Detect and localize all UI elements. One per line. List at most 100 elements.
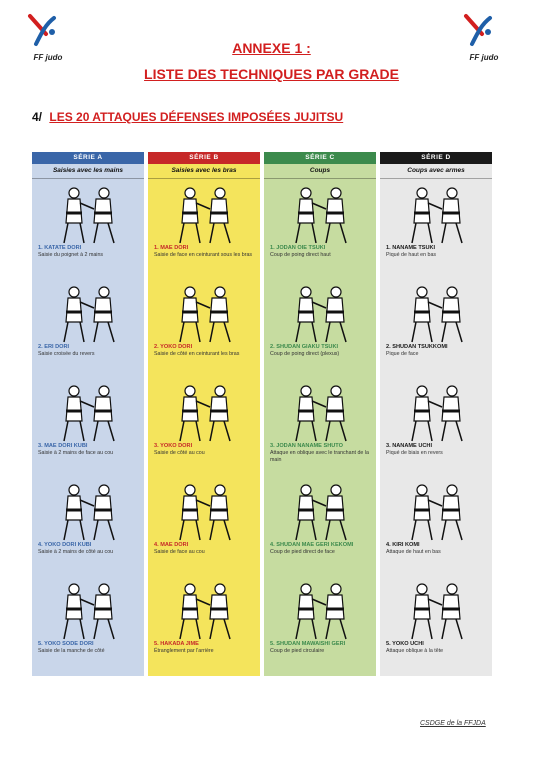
series-header: SÉRIE D xyxy=(380,152,492,164)
logo-brand-text: FF judo xyxy=(469,53,499,62)
judoka-pair-illustration-icon xyxy=(63,187,115,244)
judoka-pair-illustration-icon xyxy=(179,484,231,541)
technique-description: Saisie de face au cou xyxy=(154,549,205,555)
judoka-pair-illustration-icon xyxy=(63,385,115,442)
technique-description: Coup de pied circulaire xyxy=(270,648,325,654)
technique-name: 4. SHUDAN MAE GERI KEKOMI xyxy=(270,542,354,548)
series-subheader: Coups avec armes xyxy=(380,164,492,179)
ffjudo-logo-right: FF judo xyxy=(460,12,508,64)
technique-description: Attaque en oblique avec le tranchant de … xyxy=(270,450,369,463)
technique-name: 3. YOKO DORI xyxy=(154,443,193,449)
series-header: SÉRIE C xyxy=(264,152,376,164)
series-subheader: Saisies avec les mains xyxy=(32,164,144,179)
technique-description: Attaque de haut en bas xyxy=(386,549,441,555)
technique-name: 1. KATATE DORI xyxy=(38,245,82,251)
technique-name: 5. HAKADA JIME xyxy=(154,641,199,647)
series-subheader: Coups xyxy=(264,164,376,179)
technique-description: Coup de poing direct (plexus) xyxy=(270,351,340,357)
technique-description: Pique de face xyxy=(386,351,419,357)
judoka-pair-illustration-icon xyxy=(63,583,115,640)
technique-name: 3. NANAME UCHI xyxy=(386,443,432,449)
technique-description: Saisie à 2 mains de face au cou xyxy=(38,450,114,456)
ffjudo-emblem-icon xyxy=(28,14,56,46)
technique-description: Étranglement par l'arrière xyxy=(154,648,214,654)
technique-description: Saisie de côté au cou xyxy=(154,450,205,456)
ffjudo-logo-left: FF judo xyxy=(24,12,72,64)
technique-description: Coup de pied direct de face xyxy=(270,549,335,555)
judoka-pair-illustration-icon xyxy=(411,385,463,442)
judoka-pair-illustration-icon xyxy=(63,286,115,343)
technique-description: Saisie de face en ceinturant sous les br… xyxy=(154,252,253,258)
judoka-pair-illustration-icon xyxy=(179,286,231,343)
footer-credit: CSDGE de la FFJDA xyxy=(420,720,486,727)
technique-name: 2. SHUDAN GIAKU TSUKI xyxy=(270,344,339,350)
judoka-pair-illustration-icon xyxy=(295,484,347,541)
technique-name: 5. YOKO SODE DORI xyxy=(38,641,94,647)
technique-description: Saisie de la manche de côté xyxy=(38,648,105,654)
series-subheader: Saisies avec les bras xyxy=(148,164,260,179)
page-title-annex: ANNEXE 1 : xyxy=(232,40,311,56)
technique-name: 2. YOKO DORI xyxy=(154,344,193,350)
technique-name: 1. JODAN OIE TSUKI xyxy=(270,245,326,251)
technique-name: 5. SHUDAN MAWAISHI GERI xyxy=(270,641,346,647)
judoka-pair-illustration-icon xyxy=(179,385,231,442)
technique-name: 1. NANAME TSUKI xyxy=(386,245,436,251)
technique-name: 4. MAE DORI xyxy=(154,542,189,548)
technique-name: 2. SHUDAN TSUKKOMI xyxy=(386,344,448,350)
technique-name: 5. YOKO UCHI xyxy=(386,641,424,647)
judoka-pair-illustration-icon xyxy=(63,484,115,541)
series-header: SÉRIE B xyxy=(148,152,260,164)
judoka-pair-illustration-icon xyxy=(295,187,347,244)
judoka-pair-illustration-icon xyxy=(411,187,463,244)
technique-name: 3. MAE DORI KUBI xyxy=(38,443,88,449)
judoka-pair-illustration-icon xyxy=(411,484,463,541)
judoka-pair-illustration-icon xyxy=(179,187,231,244)
technique-name: 2. ERI DORI xyxy=(38,344,70,350)
technique-description: Piqué de biais en revers xyxy=(386,450,443,456)
technique-name: 4. YOKO DORI KUBI xyxy=(38,542,92,548)
judoka-pair-illustration-icon xyxy=(411,583,463,640)
technique-description: Saisie croisée du revers xyxy=(38,351,95,357)
technique-name: 3. JODAN NANAME SHUTO xyxy=(270,443,343,449)
judoka-pair-illustration-icon xyxy=(411,286,463,343)
technique-description: Saisie à 2 mains de côté au cou xyxy=(38,549,114,555)
judoka-pair-illustration-icon xyxy=(179,583,231,640)
judoka-pair-illustration-icon xyxy=(295,286,347,343)
